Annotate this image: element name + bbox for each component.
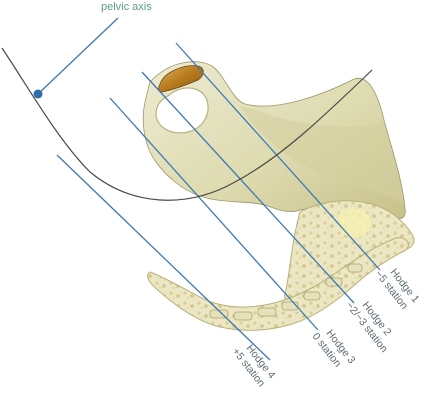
pelvic-axis-label: pelvic axis — [101, 1, 152, 13]
hodge-3-line — [109, 97, 319, 331]
hodge-1-line — [175, 42, 381, 271]
sacral-promontory — [338, 208, 372, 238]
hodge-1-label: Hodge 1 −5 station — [372, 266, 421, 311]
hodge-2-label: Hodge 2 −2/−3 station — [343, 299, 393, 354]
pelvic-axis-pointer — [37, 17, 119, 95]
obturator-foramen — [155, 87, 209, 134]
hodge-4-label: Hodge 4 +5 station — [230, 342, 278, 389]
hodge-lines — [56, 42, 381, 361]
hodge-4-line — [56, 154, 271, 361]
bone-shadow — [240, 106, 404, 204]
hodge-3-label: Hodge 3 0 station — [310, 327, 358, 369]
hodge-2-line — [141, 71, 355, 304]
coccyx — [147, 237, 409, 331]
pelvic-axis-point — [33, 89, 43, 99]
pelvic-axis-curve — [1, 47, 373, 201]
